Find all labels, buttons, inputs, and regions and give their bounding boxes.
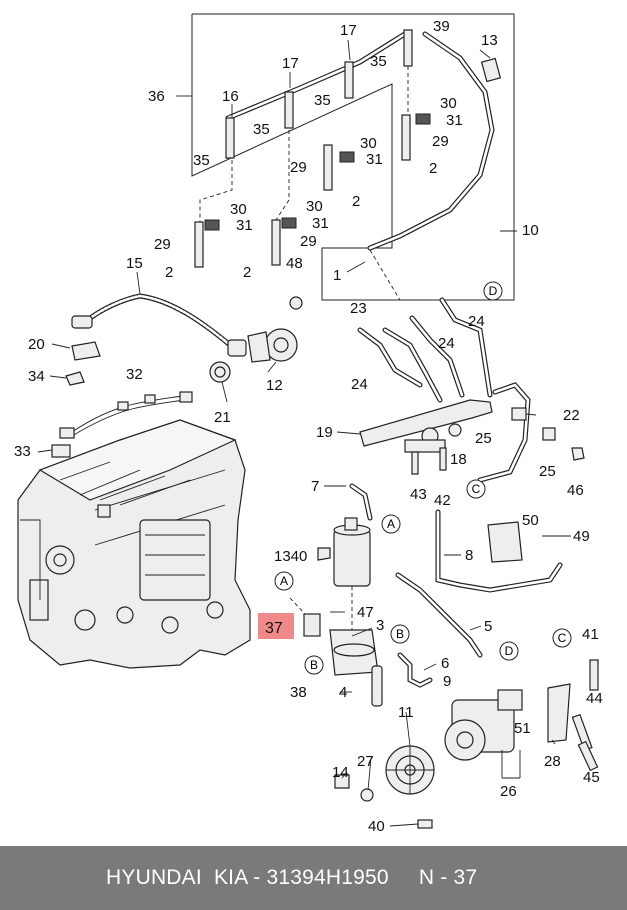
callout-43[interactable]: 43 <box>410 486 427 503</box>
callout-36[interactable]: 36 <box>148 88 165 105</box>
callout-34[interactable]: 34 <box>28 368 45 385</box>
high-pressure-pump <box>334 659 599 829</box>
callout-40[interactable]: 40 <box>368 818 385 835</box>
callout-18[interactable]: 18 <box>450 451 467 468</box>
callout-1[interactable]: 1 <box>333 267 341 284</box>
callout-44[interactable]: 44 <box>586 690 603 707</box>
callout-25b[interactable]: 25 <box>539 463 556 480</box>
callout-31b[interactable]: 31 <box>366 151 383 168</box>
callout-6[interactable]: 6 <box>441 655 449 672</box>
connector-c2: C <box>558 631 567 645</box>
callout-2a[interactable]: 2 <box>429 160 437 177</box>
fuel-lines <box>395 509 563 688</box>
part-number-footer: HYUNDAI KIA - 31394H1950 N - 37 <box>0 846 627 910</box>
connector-a1: A <box>387 517 395 531</box>
injector-pipes <box>225 29 502 251</box>
egr-hose <box>65 293 303 386</box>
callout-45[interactable]: 45 <box>583 769 600 786</box>
callout-35a[interactable]: 35 <box>370 53 387 70</box>
connector-c1: C <box>472 482 481 496</box>
fuel-filter <box>289 483 383 707</box>
callout-27[interactable]: 27 <box>357 753 374 770</box>
callout-28[interactable]: 28 <box>544 753 561 770</box>
callout-32[interactable]: 32 <box>126 366 143 383</box>
callout-23[interactable]: 23 <box>350 300 367 317</box>
callout-9[interactable]: 9 <box>443 673 451 690</box>
callout-30c[interactable]: 30 <box>230 201 247 218</box>
callout-leaders <box>37 39 571 827</box>
callout-24a[interactable]: 24 <box>468 313 485 330</box>
callout-17a[interactable]: 17 <box>340 22 357 39</box>
callout-51[interactable]: 51 <box>514 720 531 737</box>
callout-50[interactable]: 50 <box>522 512 539 529</box>
callout-29b[interactable]: 29 <box>290 159 307 176</box>
connector-letters <box>274 281 572 675</box>
callout-2c[interactable]: 2 <box>165 264 173 281</box>
callout-29c[interactable]: 29 <box>154 236 171 253</box>
connector-letter-text: D C A A B B D C <box>280 284 567 672</box>
callout-42[interactable]: 42 <box>434 492 451 509</box>
callout-3[interactable]: 3 <box>376 617 384 634</box>
callout-35b[interactable]: 35 <box>314 92 331 109</box>
callout-33[interactable]: 33 <box>14 443 31 460</box>
callout-46[interactable]: 46 <box>567 482 584 499</box>
callout-24b[interactable]: 24 <box>438 335 455 352</box>
footer-position: N - 37 <box>418 866 478 889</box>
callout-19[interactable]: 19 <box>316 424 333 441</box>
callout-35d[interactable]: 35 <box>193 152 210 169</box>
connector-b1: B <box>396 627 404 641</box>
callout-30d[interactable]: 30 <box>306 198 323 215</box>
callout-24c[interactable]: 24 <box>351 376 368 393</box>
callout-numbers: 39 17 13 35 17 36 16 35 30 31 35 30 29 3… <box>14 18 603 835</box>
engine-block <box>17 419 251 669</box>
callout-8[interactable]: 8 <box>465 547 473 564</box>
callout-29d[interactable]: 29 <box>300 233 317 250</box>
callout-15[interactable]: 15 <box>126 255 143 272</box>
injectors <box>194 29 431 268</box>
connector-b2: B <box>310 658 318 672</box>
connector-d1: D <box>489 284 498 298</box>
connector-d2: D <box>505 644 514 658</box>
callout-1340[interactable]: 1340 <box>274 548 307 565</box>
callout-20[interactable]: 20 <box>28 336 45 353</box>
callout-38[interactable]: 38 <box>290 684 307 701</box>
callout-4[interactable]: 4 <box>339 684 347 701</box>
callout-37-highlighted[interactable]: 37 <box>265 620 283 637</box>
callout-22[interactable]: 22 <box>563 407 580 424</box>
callout-49[interactable]: 49 <box>573 528 590 545</box>
callout-7[interactable]: 7 <box>311 478 319 495</box>
callout-12[interactable]: 12 <box>266 377 283 394</box>
callout-31d[interactable]: 31 <box>312 215 329 232</box>
injector-group-frame <box>176 13 515 301</box>
callout-21[interactable]: 21 <box>214 409 231 426</box>
connector-a2: A <box>280 574 288 588</box>
footer-part-number: HYUNDAI KIA - 31394H1950 <box>106 866 389 889</box>
callout-31a[interactable]: 31 <box>446 112 463 129</box>
callout-25a[interactable]: 25 <box>475 430 492 447</box>
callout-5[interactable]: 5 <box>484 618 492 635</box>
callout-17b[interactable]: 17 <box>282 55 299 72</box>
callout-47[interactable]: 47 <box>357 604 374 621</box>
callout-11[interactable]: 11 <box>398 704 414 721</box>
fuel-system-exploded-diagram: D C A A B B D C 37 39 17 13 35 17 36 16 … <box>14 13 603 835</box>
wiring-harness <box>51 391 193 458</box>
callout-13[interactable]: 13 <box>481 32 498 49</box>
callout-41[interactable]: 41 <box>582 626 599 643</box>
callout-31c[interactable]: 31 <box>236 217 253 234</box>
callout-30a[interactable]: 30 <box>440 95 457 112</box>
callout-26[interactable]: 26 <box>500 783 517 800</box>
callout-14[interactable]: 14 <box>332 764 349 781</box>
callout-48[interactable]: 48 <box>286 255 303 272</box>
callout-30b[interactable]: 30 <box>360 135 377 152</box>
callout-16[interactable]: 16 <box>222 88 239 105</box>
callout-35c[interactable]: 35 <box>253 121 270 138</box>
callout-2b[interactable]: 2 <box>352 193 360 210</box>
callout-29a[interactable]: 29 <box>432 133 449 150</box>
injector-dashed-lines <box>199 66 409 301</box>
callout-10[interactable]: 10 <box>522 222 539 239</box>
callout-39[interactable]: 39 <box>433 18 450 35</box>
callout-2d[interactable]: 2 <box>243 264 251 281</box>
fuel-rail <box>357 297 585 483</box>
highlight-box <box>258 613 294 639</box>
